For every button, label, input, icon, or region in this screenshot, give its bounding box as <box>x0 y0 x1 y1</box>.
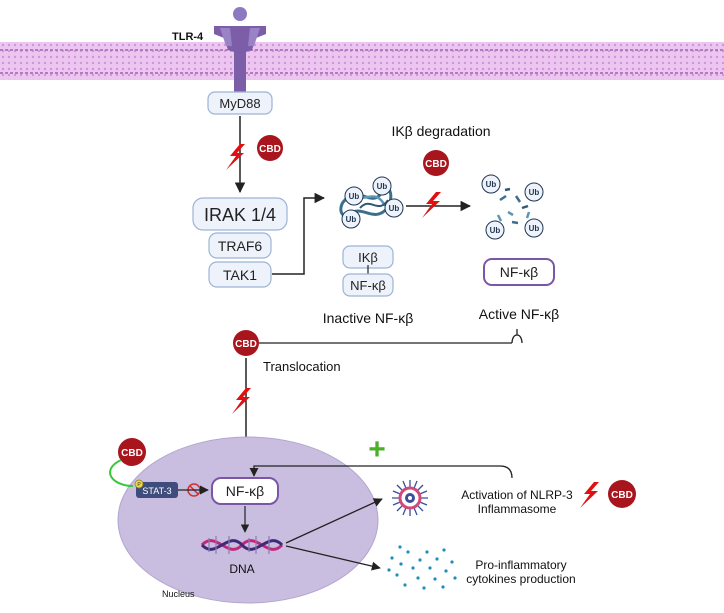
feedback-loop-arrow <box>249 465 513 479</box>
nlrp3-label-line1: Activation of NLRP-3 <box>461 488 573 502</box>
cell-membrane <box>0 42 724 80</box>
cbd-stat3-activation-line <box>109 459 134 487</box>
nucleus-label: Nucleus <box>162 589 195 599</box>
ub-badge: Ub <box>485 220 505 240</box>
cbd-badge: CBD <box>233 330 259 356</box>
tak1-label: TAK1 <box>223 267 257 283</box>
ikb-degradation-title: IKβ degradation <box>391 123 490 139</box>
svg-text:P: P <box>137 482 141 488</box>
svg-text:Ub: Ub <box>349 192 360 201</box>
traf6-box <box>208 232 272 259</box>
stat3-box <box>136 482 178 498</box>
svg-text:Ub: Ub <box>486 180 497 189</box>
svg-text:CBD: CBD <box>235 339 257 350</box>
svg-text:CBD: CBD <box>425 159 447 170</box>
phosphorylation-badge <box>134 479 144 489</box>
active-nfkb-caption: Active NF-κβ <box>479 306 559 322</box>
svg-text:Ub: Ub <box>529 224 540 233</box>
tlr4-receptor-icon <box>214 7 266 92</box>
nucleus <box>117 436 379 604</box>
cytokines-label-line2: cytokines production <box>466 572 575 586</box>
traf6-label: TRAF6 <box>218 238 263 254</box>
svg-text:Ub: Ub <box>389 204 400 213</box>
nuclear-nfkb-box <box>211 477 279 505</box>
degraded-ikb-fragments-icon <box>496 187 531 225</box>
ub-badge: Ub <box>524 182 544 202</box>
lightning-icon <box>226 144 245 170</box>
ub-badge: Ub <box>341 209 361 229</box>
active-nfkb-label: NF-κβ <box>500 264 538 280</box>
inactive-nfkb-label: NF-κβ <box>350 278 386 293</box>
dna-label: DNA <box>229 562 254 576</box>
inactive-nfkb-caption: Inactive NF-κβ <box>323 310 414 326</box>
dna-to-inflammasome-arrow <box>285 498 383 544</box>
positive-feedback-symbol: + <box>368 433 386 466</box>
ub-badge: Ub <box>524 218 544 238</box>
ikb-label: IKβ <box>358 250 378 265</box>
cytokines-icon <box>387 545 457 590</box>
cbd-badge: CBD <box>257 135 283 161</box>
cbd-badge: CBD <box>608 480 636 508</box>
inactive-nfkb-box <box>342 273 394 297</box>
cbd-badge: CBD <box>118 438 146 466</box>
dna-to-cytokines-arrow <box>285 545 381 571</box>
cbd-inhibition-line <box>259 329 523 344</box>
ub-badge: Ub <box>481 174 501 194</box>
tak1-box <box>208 261 272 288</box>
svg-text:CBD: CBD <box>259 144 281 155</box>
lightning-icon <box>422 192 441 218</box>
cytokines-label-line1: Pro-inflammatory <box>475 558 566 572</box>
ub-badge: Ub <box>344 186 364 206</box>
translocation-label: Translocation <box>263 359 341 374</box>
lightning-icon <box>580 482 599 508</box>
nlrp3-inflammasome-icon <box>392 480 428 516</box>
svg-text:CBD: CBD <box>611 490 633 501</box>
cbd-badge: CBD <box>423 150 449 176</box>
ub-badge: Ub <box>384 198 404 218</box>
svg-text:CBD: CBD <box>121 448 143 459</box>
dna-icon <box>200 536 284 554</box>
svg-text:Ub: Ub <box>490 226 501 235</box>
tak1-to-complex-arrow <box>272 192 326 275</box>
myd88-box <box>207 91 273 115</box>
irak-box <box>192 197 288 231</box>
nuclear-nfkb-label: NF-κβ <box>226 483 264 499</box>
irak-label: IRAK 1/4 <box>204 205 276 225</box>
svg-text:Ub: Ub <box>346 215 357 224</box>
nlrp3-label-line2: Inflammasome <box>478 502 557 516</box>
tlr4-label: TLR-4 <box>172 31 204 43</box>
svg-text:Ub: Ub <box>529 188 540 197</box>
lightning-icon <box>232 388 251 414</box>
svg-text:Ub: Ub <box>377 182 388 191</box>
myd88-label: MyD88 <box>219 96 260 111</box>
stat3-label: STAT-3 <box>142 486 171 496</box>
active-nfkb-box <box>483 258 555 286</box>
ub-badge: Ub <box>372 176 392 196</box>
